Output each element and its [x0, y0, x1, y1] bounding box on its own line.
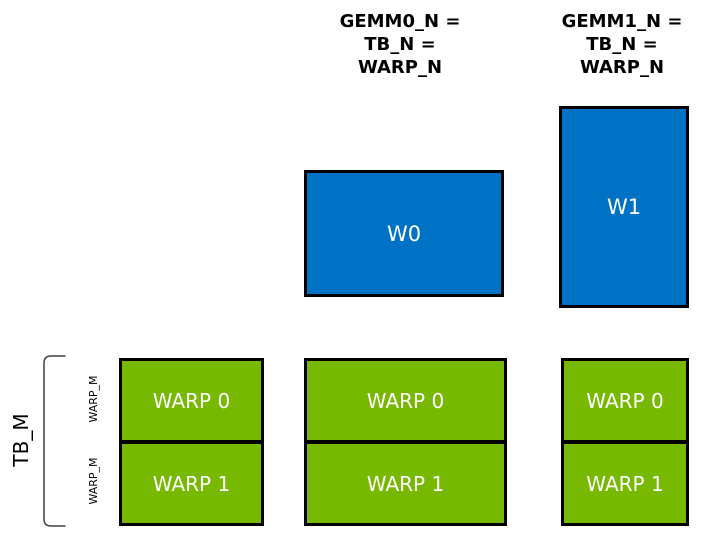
warp-cell-label: WARP 0 [366, 388, 445, 413]
warp-m-axis-label: WARP_M [87, 457, 100, 505]
warp-cell-label: WARP 0 [586, 388, 664, 413]
warp-cell: WARP 0 [119, 358, 264, 443]
threadblock-warp-grid-left: WARP 0 WARP 1 [119, 358, 264, 526]
warp-cell: WARP 1 [119, 441, 264, 526]
warp-cell: WARP 1 [304, 441, 507, 526]
tb-m-axis-label: TB_M [9, 413, 33, 467]
warp-cell-label: WARP 0 [152, 388, 231, 413]
tb-m-bracket [43, 355, 66, 527]
warp-cell-label: WARP 1 [586, 471, 664, 496]
gemm0-accumulator-tile: W0 [304, 170, 504, 297]
gemm1-accumulator-tile: W1 [559, 106, 689, 308]
gemm1-column-header: GEMM1_N = TB_N = WARP_N [561, 11, 683, 78]
threadblock-warp-grid-middle: WARP 0 WARP 1 [304, 358, 507, 526]
warp-cell-label: WARP 1 [152, 471, 231, 496]
warp-m-axis-label: WARP_M [87, 375, 100, 423]
warp-cell-label: WARP 1 [366, 471, 445, 496]
warp-cell: WARP 0 [304, 358, 507, 443]
gemm0-column-header: GEMM0_N = TB_N = WARP_N [339, 11, 461, 78]
warp-cell: WARP 0 [561, 358, 689, 443]
threadblock-warp-grid-right: WARP 0 WARP 1 [561, 358, 689, 526]
tile-w1-label: W1 [606, 195, 642, 219]
tile-w0-label: W0 [386, 221, 422, 246]
warp-cell: WARP 1 [561, 441, 689, 526]
